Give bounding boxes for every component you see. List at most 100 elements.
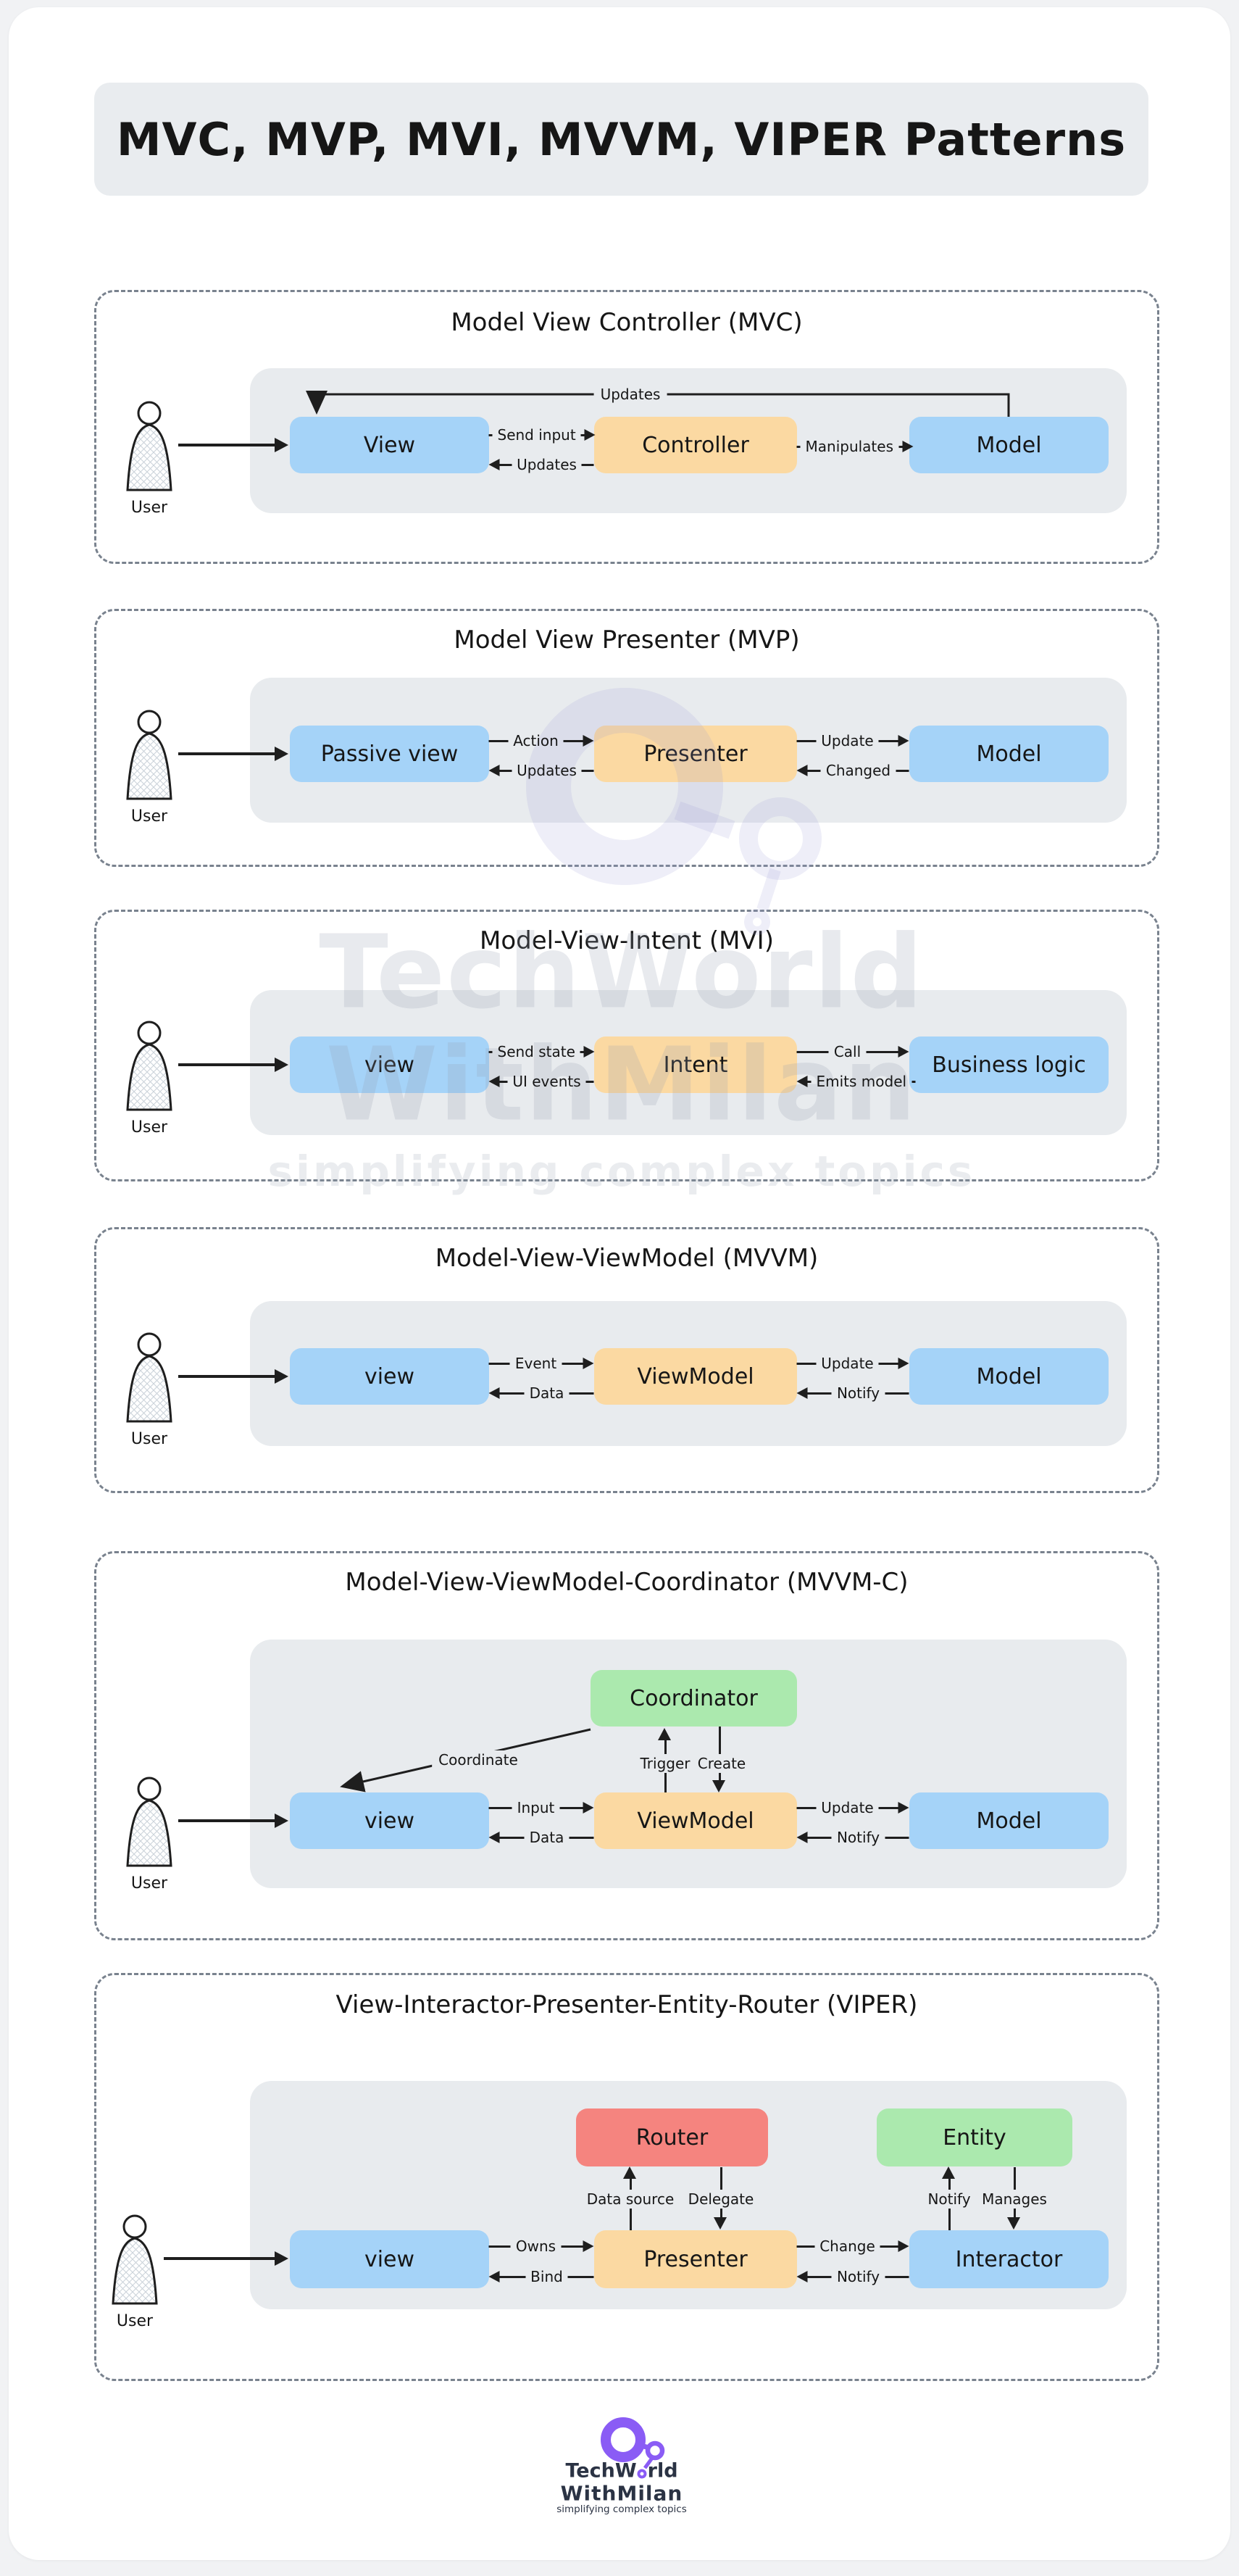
arrowhead-left-icon	[796, 765, 808, 776]
mvvm-user-arrow	[178, 1369, 288, 1384]
arrowhead-right-icon	[583, 1358, 594, 1369]
viper-box-presenter: Presenter	[594, 2230, 797, 2288]
mvvmc-arrow-label-trigger: Trigger	[633, 1754, 697, 1773]
mvc-user-label: User	[130, 499, 168, 517]
mvi-user-arrow	[178, 1058, 288, 1072]
mvvm-arrow-data: Data	[488, 1384, 594, 1402]
arrowhead-right-icon	[275, 1369, 288, 1384]
mvc-user-arrow	[178, 438, 288, 452]
mvp-arrow-changed: Changed	[796, 762, 909, 779]
viper-box-router: Router	[576, 2108, 768, 2166]
arrow-label-text: Updates	[517, 762, 577, 779]
arrowhead-left-icon	[796, 1076, 808, 1087]
mvi-box-business-logic: Business logic	[909, 1036, 1109, 1093]
arrowhead-right-icon	[898, 1802, 909, 1813]
arrowhead-left-icon	[488, 459, 500, 470]
user-icon	[112, 2214, 158, 2305]
arrowhead-right-icon	[902, 441, 913, 452]
mvp-box-model: Model	[909, 726, 1109, 782]
arrow-label-text: Send input	[497, 426, 576, 444]
arrowhead-right-icon	[583, 2240, 594, 2252]
mvvmc-arrow-data: Data	[488, 1829, 594, 1846]
arrowhead-up-icon	[942, 2166, 955, 2179]
arrowhead-right-icon	[275, 747, 288, 761]
watermark-tagline: simplifying complex topics	[267, 1147, 976, 1196]
section-mvc-frame	[94, 290, 1159, 564]
arrow-label-text: Update	[821, 1799, 874, 1816]
arrowhead-right-icon	[275, 2251, 288, 2266]
viper-user-figure: User	[100, 2214, 170, 2330]
arrowhead-right-icon	[275, 438, 288, 452]
arrow-label-text: Notify	[836, 2268, 880, 2285]
mvp-box-passive-view: Passive view	[290, 726, 489, 782]
mvc-user-figure: User	[114, 400, 184, 517]
viper-arrow-bind: Bind	[488, 2268, 594, 2285]
brand-ring-o-icon	[637, 2469, 647, 2479]
brand-name-line2: WithMilan	[560, 2481, 683, 2506]
arrow-label-text: Bind	[530, 2268, 563, 2285]
mvvmc-arrow-label-coordinate: Coordinate	[432, 1750, 525, 1769]
mvc-arrow-updates: Updates	[488, 456, 594, 473]
section-mvvm-frame	[94, 1227, 1159, 1493]
mvvmc-user-label: User	[130, 1874, 168, 1892]
viper-arrow-label-manages: Manages	[975, 2190, 1054, 2209]
mvvm-user-figure: User	[114, 1331, 184, 1448]
mvp-user-figure: User	[114, 709, 184, 826]
mvi-user-label: User	[130, 1118, 168, 1137]
viper-arrow-notify: Notify	[796, 2268, 909, 2285]
arrow-label-text: Notify	[836, 1384, 880, 1402]
arrow-label-text: Update	[821, 732, 874, 749]
mvi-arrow-emits-model: Emits model	[796, 1073, 916, 1090]
arrowhead-left-icon	[488, 1076, 500, 1087]
mvvmc-arrow-label-create: Create	[691, 1754, 753, 1773]
mvvmc-box-coordinator: Coordinator	[591, 1670, 797, 1727]
mvi-box-intent: Intent	[594, 1036, 797, 1093]
arrowhead-left-icon	[488, 1387, 500, 1399]
section-mvp-title: Model View Presenter (MVP)	[454, 626, 800, 655]
arrowhead-up-icon	[623, 2166, 636, 2179]
arrowhead-left-icon	[488, 1832, 500, 1843]
mvc-box-controller: Controller	[594, 417, 797, 473]
main-title-box: MVC, MVP, MVI, MVVM, VIPER Patterns	[94, 83, 1148, 196]
arrow-label-text: Send state	[497, 1043, 575, 1060]
mvvm-arrow-event: Event	[488, 1355, 594, 1372]
mvvm-box-view: view	[290, 1348, 489, 1405]
viper-arrow-change: Change	[796, 2238, 909, 2255]
mvvmc-user-arrow	[178, 1813, 288, 1828]
mvvmc-user-figure: User	[114, 1776, 184, 1892]
mvc-box-view: View	[290, 417, 489, 473]
arrow-label-text: Notify	[836, 1829, 880, 1846]
viper-arrow-label-data-source: Data source	[580, 2190, 681, 2209]
mvvmc-arrow-notify: Notify	[796, 1829, 909, 1846]
viper-arrow-label-delegate: Delegate	[681, 2190, 761, 2209]
mvc-arrow-send-input: Send input	[488, 426, 596, 444]
arrow-label-text: Manipulates	[805, 438, 894, 455]
viper-user-label: User	[116, 2312, 154, 2330]
arrowhead-down-icon	[712, 1780, 725, 1792]
mvi-arrow-send-state: Send state	[488, 1043, 595, 1060]
user-icon	[126, 710, 172, 800]
arrow-label-text: Owns	[515, 2238, 556, 2255]
viper-box-interactor: Interactor	[909, 2230, 1109, 2288]
arrowhead-down-icon	[714, 2217, 727, 2230]
arrow-label-text: Changed	[825, 762, 891, 779]
main-title: MVC, MVP, MVI, MVVM, VIPER Patterns	[116, 112, 1127, 166]
viper-user-arrow	[164, 2251, 288, 2266]
section-mvvmc-title: Model-View-ViewModel-Coordinator (MVVM-C…	[345, 1568, 909, 1597]
mvi-arrow-ui-events: UI events	[488, 1073, 594, 1090]
user-icon	[126, 401, 172, 491]
user-icon	[126, 1777, 172, 1867]
arrow-label-text: Update	[821, 1355, 874, 1372]
section-mvvm-title: Model-View-ViewModel (MVVM)	[435, 1244, 819, 1273]
mvvmc-box-viewmodel: ViewModel	[594, 1792, 797, 1849]
arrowhead-right-icon	[898, 1046, 909, 1058]
mvi-user-figure: User	[114, 1020, 184, 1137]
watermark-line1: TechWorld	[319, 913, 925, 1032]
arrow-label-text: Updates	[517, 456, 577, 473]
arrowhead-right-icon	[275, 1813, 288, 1828]
mvvm-box-model: Model	[909, 1348, 1109, 1405]
section-mvc-title: Model View Controller (MVC)	[451, 308, 803, 337]
viper-arrow-label-notify-entity: Notify	[921, 2190, 977, 2209]
mvvmc-arrow-input: Input	[488, 1799, 594, 1816]
